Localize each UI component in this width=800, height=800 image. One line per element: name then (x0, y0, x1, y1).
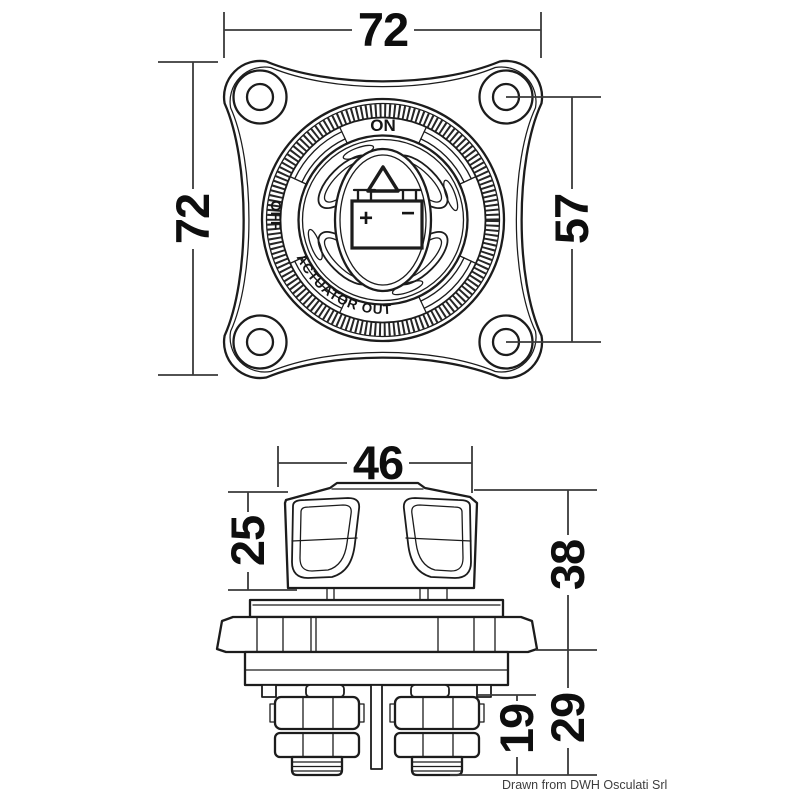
dim-base-height-value: 29 (541, 693, 594, 743)
dim-plate-height-value: 72 (166, 194, 219, 244)
plate-inner-outline (229, 66, 537, 373)
dim-knob-width: 46 (277, 436, 473, 493)
pointer-triangle-icon (366, 165, 400, 193)
dim-knob-width-value: 46 (353, 436, 403, 489)
side-view: 46 25 38 29 19 (215, 436, 597, 777)
on-label: ON (370, 116, 396, 135)
dim-hole-spacing-value: 57 (545, 194, 598, 244)
dial-body (260, 97, 506, 343)
dim-stud-length-value: 19 (490, 704, 543, 754)
terminal-stud-left (269, 695, 365, 777)
dim-body-height-value: 38 (541, 540, 594, 590)
side-flange (248, 598, 505, 619)
battery-plus-sign: + (359, 205, 373, 232)
side-plate-band (215, 615, 539, 654)
mounting-hole-top-left (232, 69, 288, 125)
dim-knob-height-value: 25 (221, 516, 274, 566)
knurled-grip-ring (267, 104, 499, 336)
off-label: OFF (267, 200, 284, 230)
knob-rim (297, 134, 469, 306)
label-ring-segments (289, 126, 477, 314)
dial-outer-ring (260, 97, 506, 343)
dim-knob-height: 25 (221, 491, 297, 591)
dim-stud-length: 19 (478, 694, 543, 775)
mounting-hole-bottom-left (232, 314, 288, 370)
dim-plate-width: 72 (223, 3, 542, 58)
battery-minus-sign: − (401, 200, 415, 227)
dim-base-height: 29 (450, 693, 597, 776)
terminal-stud-right (389, 695, 485, 777)
actuator-pin (370, 684, 383, 770)
dim-plate-width-value: 72 (358, 3, 408, 56)
dim-hole-spacing: 57 (506, 96, 601, 343)
battery-icon: + − (350, 188, 424, 250)
side-knob (283, 481, 479, 601)
credit-text: Drawn from DWH Osculati Srl (502, 778, 667, 792)
top-view: + − ON OFF ACTUATOR OUT 72 72 57 (158, 3, 601, 380)
side-lower-housing (243, 650, 510, 698)
dim-body-height: 38 (474, 489, 597, 688)
dim-plate-height: 72 (158, 61, 219, 376)
